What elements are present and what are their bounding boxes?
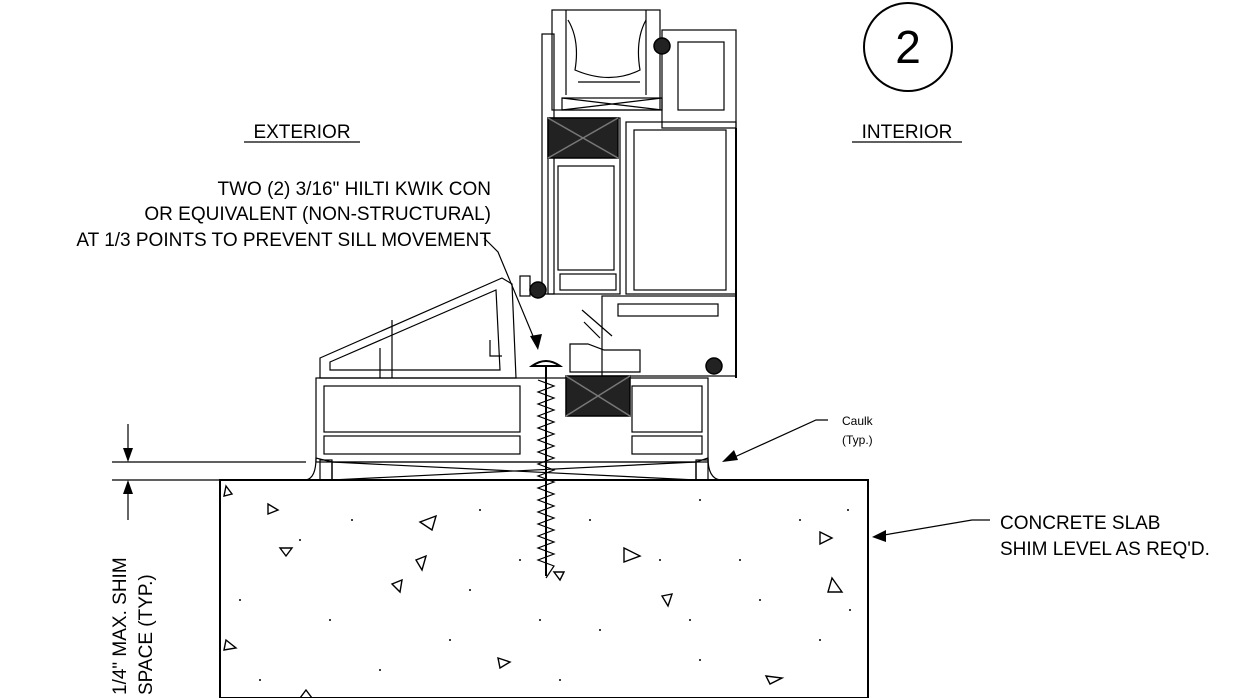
shim-note-line-2: SPACE (TYP.) xyxy=(136,574,157,695)
sloped-sill-nose xyxy=(319,277,517,379)
sill-base xyxy=(315,377,709,463)
slab-leader xyxy=(872,519,990,542)
detail-number: 2 xyxy=(895,21,921,73)
exterior-label: EXTERIOR xyxy=(253,122,350,143)
shim-note-group: 1/4" MAX. SHIM SPACE (TYP.) xyxy=(110,557,157,695)
interior-tube xyxy=(661,29,737,129)
shim xyxy=(331,461,697,481)
caulk-typ-label: (Typ.) xyxy=(842,433,873,447)
slab-note-line-2: SHIM LEVEL AS REQ'D. xyxy=(1000,539,1210,560)
anchor-note-line-1: TWO (2) 3/16" HILTI KWIK CON xyxy=(218,179,491,200)
top-gasket xyxy=(653,37,671,55)
shim-dimension xyxy=(112,424,306,520)
interior-label: INTERIOR xyxy=(862,122,953,143)
anchor-screw xyxy=(528,360,564,579)
sill-extrusion xyxy=(315,275,709,481)
anchor-leader xyxy=(483,237,542,350)
interior-sill-gasket xyxy=(705,357,723,375)
anchor-note-line-2: OR EQUIVALENT (NON-STRUCTURAL) xyxy=(144,204,491,225)
caulk-bead-exterior xyxy=(305,457,333,481)
caulk-leader xyxy=(722,419,828,462)
detail-circle xyxy=(863,2,953,92)
vertical-frame xyxy=(541,9,737,378)
exterior-gasket xyxy=(529,281,547,299)
concrete-slab xyxy=(219,479,869,698)
caulk-label: Caulk xyxy=(842,414,874,428)
anchor-note-line-3: AT 1/3 POINTS TO PREVENT SILL MOVEMENT xyxy=(76,230,491,251)
shim-note-line-1: 1/4" MAX. SHIM xyxy=(110,557,131,695)
slab-note-line-1: CONCRETE SLAB xyxy=(1000,513,1160,534)
detail-bubble: 2 xyxy=(863,2,953,92)
